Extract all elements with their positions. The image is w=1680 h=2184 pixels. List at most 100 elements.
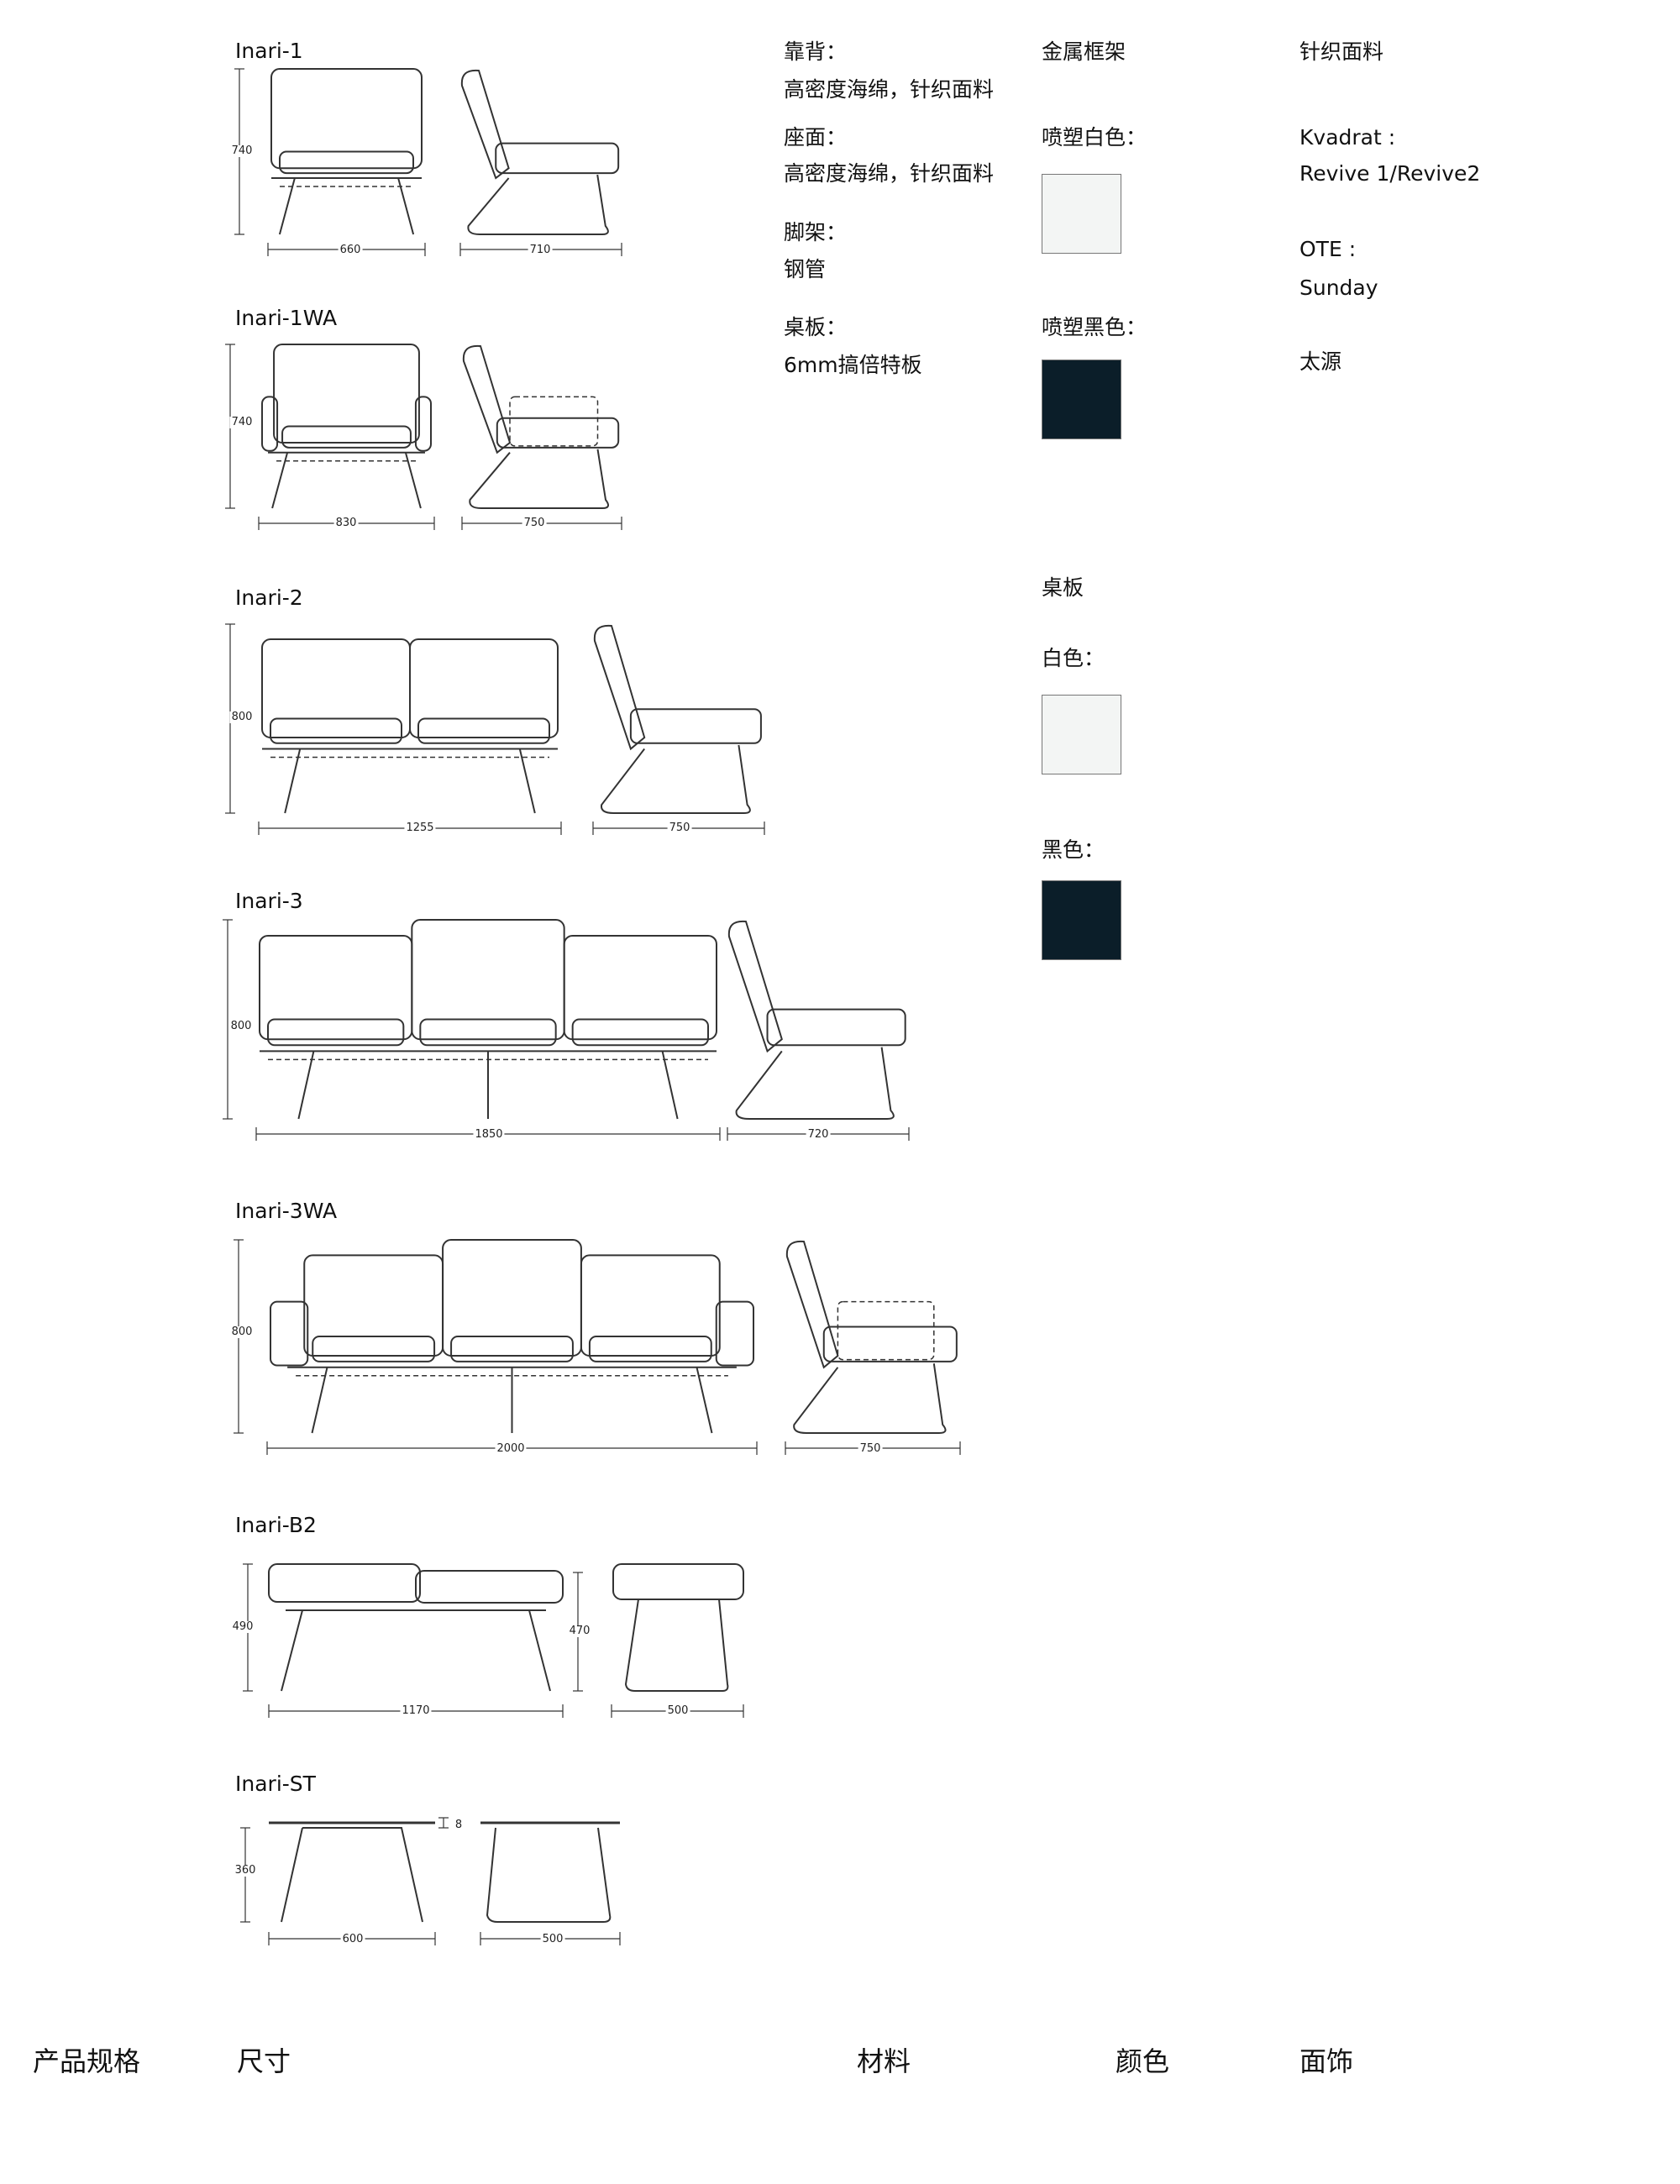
leg [397,177,415,235]
product-name: Inari-2 [235,585,303,610]
dimension-height: 800 [228,1020,254,1032]
sled-base [735,1047,895,1120]
side-seat [629,708,762,744]
bench-side-cushion [612,1563,744,1600]
seat-cushion [281,425,412,449]
seat-cushion [279,150,414,175]
dimension-width: 1255 [404,822,436,834]
frame-color-title: 金属框架 [1042,39,1126,64]
seat-cushion [417,717,550,744]
material-label: 靠背： [784,39,848,64]
seat-cushion [267,1018,405,1047]
leg [661,1051,679,1120]
footer-finish-heading: 面饰 [1299,2045,1354,2077]
bench-cushion [268,1563,421,1603]
dimension-height: 740 [229,144,255,157]
leg [278,177,296,235]
dimension-depth: 500 [540,1933,565,1945]
backrest [409,638,559,738]
side-backrest [460,69,510,180]
side-backrest [785,1240,839,1369]
backrest [270,68,423,170]
fabric-value: Revive 1/Revive2 [1299,161,1481,186]
seat-cushion [419,1018,557,1047]
bench-cushion [415,1570,564,1604]
dimension-depth: 720 [806,1128,831,1141]
sled-base [793,1363,947,1434]
backrest [303,1254,444,1357]
fabric-brand: OTE : [1299,237,1357,261]
side-backrest [462,344,512,454]
product-name: Inari-3 [235,889,303,913]
seat-cushion [312,1336,436,1362]
armrest [414,396,432,452]
footer-spec-heading: 产品规格 [33,2045,141,2077]
backrest [580,1254,721,1357]
seat-cushion [270,717,402,744]
tabletop-white-label: 白色： [1042,646,1105,670]
backrest [411,919,565,1041]
footer-size-heading: 尺寸 [237,2045,291,2077]
dimension-width: 1850 [473,1128,505,1141]
seat-cushion [588,1336,712,1362]
dimension-height: 800 [229,711,255,723]
leg [311,1367,328,1434]
side-seat [822,1326,958,1362]
leg [302,1827,423,1923]
dimension-width: 2000 [495,1442,527,1455]
backrest [563,934,718,1041]
sled-base [624,1599,729,1692]
frame-black-label: 喷塑黑色： [1042,315,1147,339]
dimension-width: 830 [333,517,359,529]
fabric-brand: Kvadrat : [1299,125,1396,150]
footer-color-heading: 颜色 [1116,2045,1170,2077]
fabric-value: Sunday [1299,276,1378,300]
seat-cushion [450,1336,574,1362]
backrest [273,344,420,444]
dimension-depth: 500 [665,1704,690,1717]
leg [271,452,289,509]
tabletop-black-swatch [1042,880,1121,960]
leg [297,1051,315,1120]
product-name: Inari-B2 [235,1513,317,1537]
tabletop-white-swatch [1042,695,1121,774]
side-backrest [727,920,783,1053]
dimension-width: 660 [338,244,363,256]
dimension-height-2: 470 [567,1625,592,1637]
side-backrest [593,624,646,751]
tabletop-black-label: 黑色： [1042,837,1105,862]
side-seat [496,417,620,449]
dimension-height: 740 [229,416,255,428]
dimension-width: 1170 [400,1704,432,1717]
leg [518,748,536,814]
leg [696,1367,713,1434]
product-name: Inari-3WA [235,1199,338,1223]
sled-base [600,744,751,814]
product-name: Inari-ST [235,1772,316,1796]
sled-base [469,449,610,509]
tabletop-color-title: 桌板 [1042,575,1084,600]
side-seat [495,142,620,175]
frame-black-swatch [1042,360,1121,439]
material-value: 高密度海绵，针织面料 [784,161,995,186]
fabric-brand: 太源 [1299,349,1342,374]
material-label: 脚架： [784,220,848,244]
dimension-depth: 710 [528,244,553,256]
dimension-top-thickness: 8 [453,1819,465,1831]
backrest [442,1239,582,1357]
leg [404,452,422,509]
frame-white-label: 喷塑白色： [1042,125,1147,150]
dimension-height: 360 [233,1864,258,1877]
dimension-depth: 750 [522,517,547,529]
dimension-width: 600 [340,1933,365,1945]
sled-base [467,174,609,235]
leg [281,1827,303,1923]
fabric-title: 针织面料 [1299,39,1384,64]
backrest [259,934,413,1041]
armrest [270,1300,309,1367]
backrest [261,638,411,738]
material-value: 6mm搞倍特板 [784,353,922,377]
seat-cushion [571,1018,710,1047]
frame-white-swatch [1042,174,1121,254]
footer-material-heading: 材料 [857,2045,911,2077]
